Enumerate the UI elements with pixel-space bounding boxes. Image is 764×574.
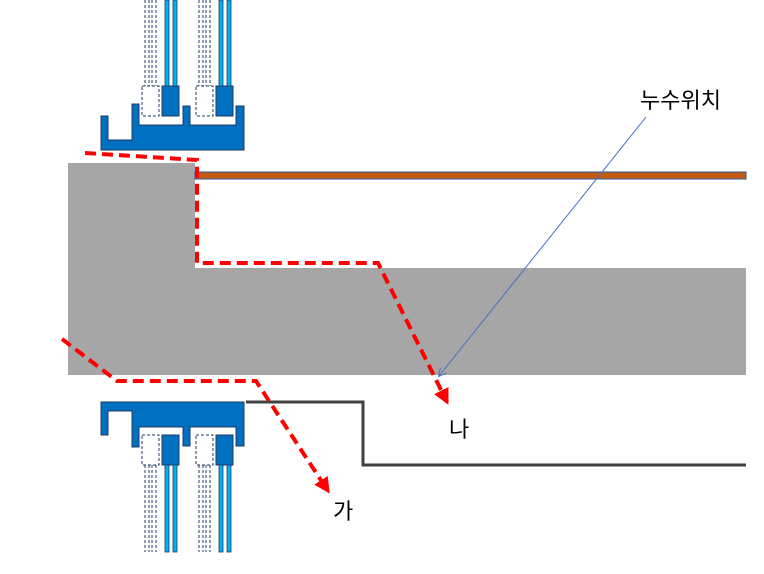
hidden-pipe-block-1	[141, 85, 160, 117]
pipe-3b	[172, 464, 178, 553]
pipe-block-1	[161, 85, 180, 117]
pipe-1b	[172, 0, 178, 87]
concrete-slab	[68, 163, 746, 375]
top-bracket	[100, 103, 245, 151]
top-bracket-assembly	[100, 0, 245, 151]
pipe-block-3	[161, 434, 180, 466]
path-a-label: 가	[333, 500, 353, 525]
leak-path-b	[84, 151, 449, 405]
path-b-label: 나	[449, 418, 469, 443]
hidden-pipe-block-3	[141, 434, 160, 466]
leak-path-a	[60, 337, 330, 494]
leak-location-leader	[439, 116, 647, 376]
pipe-1a	[164, 0, 170, 87]
leak-location-label: 누수위치	[640, 89, 721, 114]
bottom-bracket	[100, 401, 245, 448]
waterproof-sheet	[194, 171, 747, 180]
pipe-3a	[164, 464, 170, 553]
pipe-2a	[218, 0, 224, 87]
hidden-pipe-block-4	[195, 434, 214, 466]
hidden-pipe-block-2	[195, 85, 214, 117]
pipe-block-4	[215, 434, 234, 466]
pipe-4b	[226, 464, 232, 553]
pipe-block-2	[215, 85, 234, 117]
pipe-2b	[226, 0, 232, 87]
pipe-4a	[218, 464, 224, 553]
bottom-bracket-assembly	[100, 401, 245, 553]
lower-outline	[246, 400, 746, 467]
